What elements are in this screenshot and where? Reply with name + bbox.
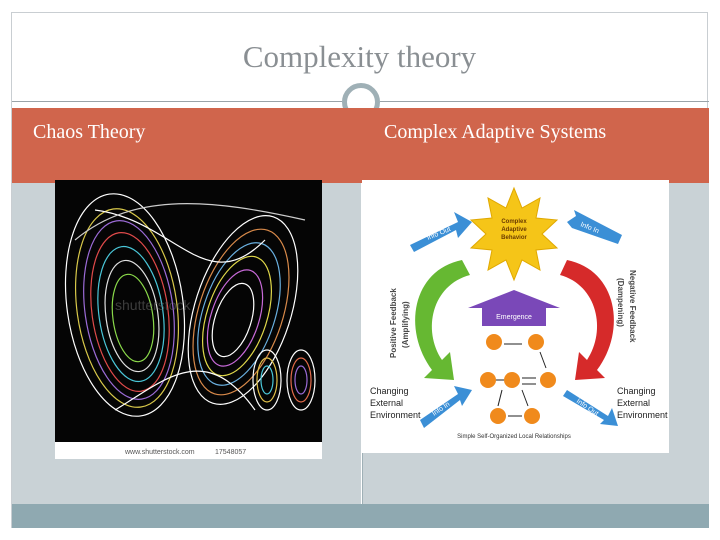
header-band [12, 108, 709, 183]
svg-text:(Dampening): (Dampening) [616, 278, 625, 327]
svg-text:(Amplifying): (Amplifying) [401, 301, 410, 348]
svg-text:Positive Feedback: Positive Feedback [389, 288, 398, 358]
footer-band [12, 504, 709, 528]
title-divider-left [12, 101, 342, 102]
chaos-attractor-graphic: www.shutterstock.com 17548057 shuttersto… [55, 180, 322, 459]
svg-text:Emergence: Emergence [496, 314, 532, 321]
sun-line-3: Behavior [501, 235, 527, 241]
chaos-footer-id: 17548057 [215, 449, 246, 456]
svg-text:Negative Feedback: Negative Feedback [628, 270, 637, 343]
changing-env-right-1: Changing [617, 386, 656, 396]
left-column-heading: Chaos Theory [33, 121, 146, 143]
changing-env-left-1: Changing [370, 386, 409, 396]
info-in-arrow-right: Info In [567, 210, 622, 244]
changing-env-right-3: Environment [617, 410, 668, 420]
sun-burst-icon: Complex Adaptive Behavior [469, 186, 559, 282]
chaos-attractor-image: www.shutterstock.com 17548057 shuttersto… [55, 180, 322, 459]
emergence-arrow: Emergence [468, 290, 560, 326]
title-divider-right [380, 101, 709, 102]
sun-line-1: Complex [501, 219, 527, 225]
agent-network [480, 334, 556, 424]
slide: Complexity theory Chaos Theory Complex A… [11, 12, 709, 528]
changing-env-left-3: Environment [370, 410, 421, 420]
sun-line-2: Adaptive [501, 227, 527, 233]
changing-env-left-2: External [370, 398, 403, 408]
chaos-footer-url: www.shutterstock.com [124, 449, 195, 456]
changing-env-right-2: External [617, 398, 650, 408]
right-column-heading: Complex Adaptive Systems [384, 121, 607, 143]
cas-diagram-image: Complex Adaptive Behavior Info Out Info … [362, 180, 669, 453]
chaos-watermark: shutterstock [115, 297, 191, 313]
negative-feedback-arrow: Negative Feedback (Dampening) [560, 260, 637, 380]
cas-diagram-graphic: Complex Adaptive Behavior Info Out Info … [362, 180, 669, 453]
cas-caption: Simple Self-Organized Local Relationship… [457, 434, 571, 440]
positive-feedback-arrow: Positive Feedback (Amplifying) [389, 260, 470, 380]
slide-title: Complexity theory [242, 39, 477, 74]
